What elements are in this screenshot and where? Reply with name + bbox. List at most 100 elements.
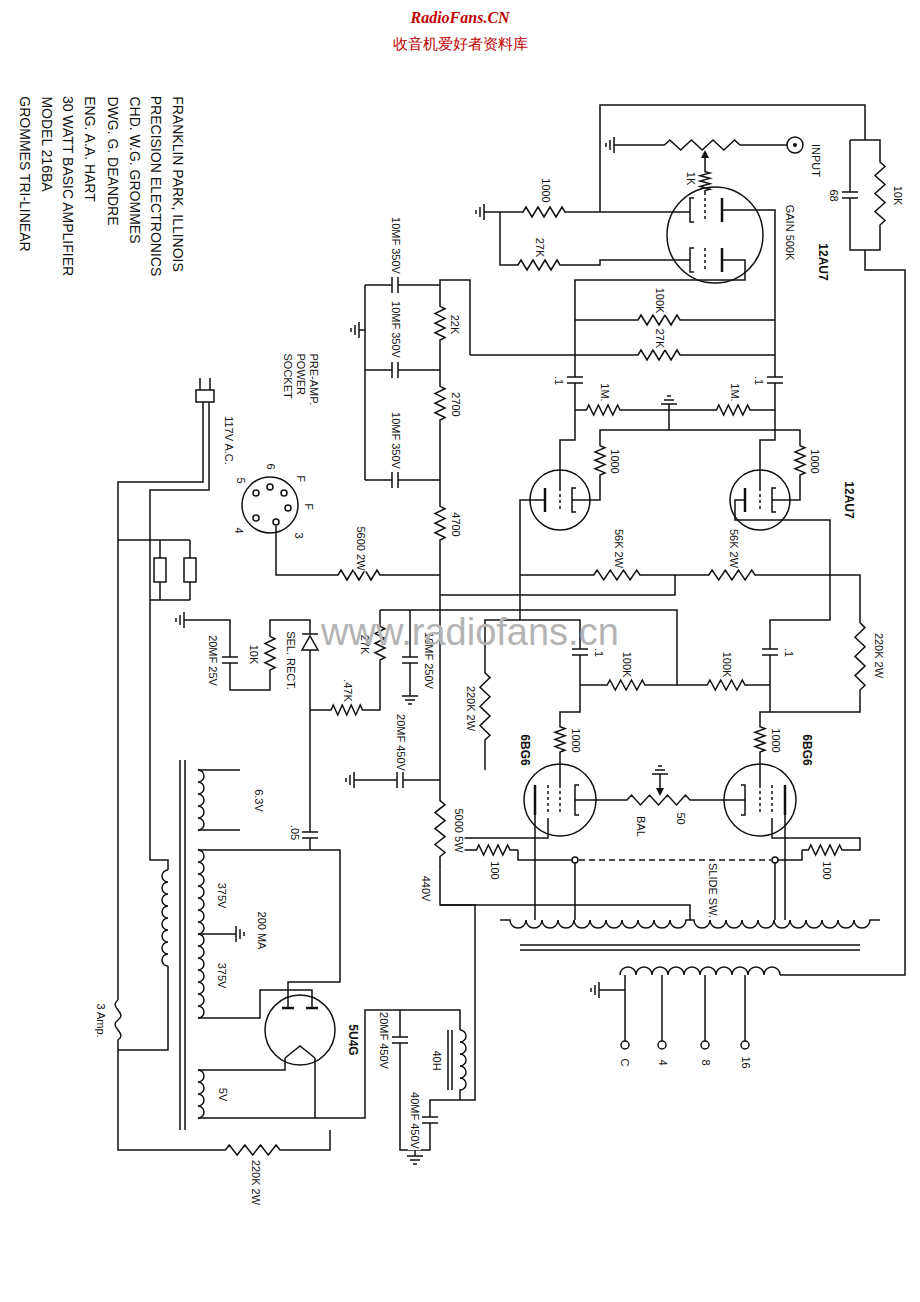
wiring — [701, 1041, 709, 1049]
component-label: 56K 2W — [612, 527, 625, 568]
fuse-label: 3 Amp. — [94, 1002, 107, 1038]
component-symbols — [230, 926, 244, 942]
tube-symbols — [535, 785, 785, 815]
wiring — [184, 558, 196, 582]
wiring — [470, 320, 775, 355]
pin-label: F — [293, 474, 306, 483]
wiring — [741, 1041, 749, 1049]
component-symbols — [630, 315, 690, 325]
component-label: 1000 — [608, 448, 621, 474]
component-label: SEL. RECT. — [283, 630, 296, 691]
component-label: 1000 — [769, 727, 782, 753]
title-block-text: PRECISION ELECTRONICS — [148, 95, 164, 277]
wiring — [448, 1030, 452, 1090]
pin-label: 5 — [234, 476, 247, 484]
component-symbols — [580, 405, 628, 415]
component-label: .47K — [340, 678, 353, 703]
component-symbols — [383, 472, 407, 488]
component-symbols — [710, 405, 758, 415]
wiring — [620, 967, 780, 975]
component-symbols — [265, 630, 275, 678]
site-header: RadioFans.CN — [410, 9, 511, 27]
wiring — [198, 850, 340, 1018]
wiring — [198, 770, 204, 830]
component-label: 10K — [891, 184, 904, 206]
wiring — [198, 770, 240, 934]
winding-label: 5V — [216, 1086, 229, 1101]
component-symbols — [388, 772, 412, 788]
tube-symbols — [548, 785, 772, 815]
wiring — [440, 870, 690, 920]
component-symbols — [392, 1028, 408, 1052]
component-symbols — [325, 705, 370, 715]
wiring — [282, 1007, 318, 1010]
component-label: BAL — [633, 815, 646, 838]
wiring — [460, 818, 572, 860]
component-label: 50 — [674, 811, 687, 825]
component-symbols — [615, 795, 705, 805]
wiring — [253, 515, 259, 521]
component-symbols — [515, 207, 575, 217]
component-label: 40H — [430, 1049, 443, 1071]
component-symbols — [402, 690, 418, 704]
wiring — [575, 410, 775, 430]
component-symbols — [661, 396, 677, 410]
arrowheads — [656, 788, 664, 796]
wiring — [658, 1041, 666, 1049]
component-symbols — [215, 1145, 293, 1155]
wiring — [560, 664, 770, 785]
component-symbols — [407, 1150, 423, 1164]
socket-label: PRE-AMP. POWER SOCKET — [281, 352, 320, 438]
wiring — [365, 285, 440, 480]
component-symbols — [383, 362, 407, 378]
ac-label: 117V A.C. — [221, 415, 234, 466]
component-symbols — [510, 260, 570, 270]
component-label: 100 — [488, 860, 501, 880]
component-label: 10MF 350V — [388, 300, 401, 359]
wiring — [579, 859, 771, 861]
component-label: 5000 5W — [452, 807, 465, 853]
component-symbols — [591, 982, 605, 998]
component-symbols — [595, 440, 605, 482]
wiring — [270, 620, 325, 850]
component-symbols — [600, 680, 654, 690]
arrowheads — [656, 143, 797, 796]
tube-symbols — [721, 198, 724, 272]
wiring — [273, 519, 279, 525]
title-block-text: 30 WATT BASIC AMPLIFIER — [60, 95, 76, 277]
component-symbols — [652, 766, 668, 780]
component-label: 4700 — [449, 511, 462, 537]
wiring — [440, 280, 675, 790]
component-symbols — [480, 660, 490, 756]
component-label: 20MF 450V — [376, 1011, 389, 1070]
wiring — [560, 392, 775, 488]
component-label: GAIN 500K — [783, 203, 796, 261]
wiring — [735, 500, 830, 640]
component-symbols — [176, 612, 190, 628]
component-label: 1M. — [728, 382, 741, 402]
wiring — [605, 975, 745, 1041]
component-symbols — [802, 845, 850, 855]
title-block-text: FRANKLIN PARK, ILLINOIS — [170, 95, 186, 273]
component-symbols — [435, 300, 445, 348]
wiring — [253, 490, 259, 496]
wiring — [285, 505, 291, 511]
component-symbols — [585, 570, 651, 580]
terminal-label: 16 — [739, 1055, 752, 1069]
component-symbols — [470, 845, 518, 855]
title-block-text: ENG. A.A. HART — [82, 95, 98, 203]
component-symbols — [842, 183, 858, 207]
component-label: .1 — [552, 374, 565, 385]
component-label: .1 — [752, 374, 765, 385]
wiring — [575, 780, 745, 800]
component-symbols — [302, 823, 318, 847]
wiring — [302, 636, 318, 650]
component-label: 220K 2W — [249, 1158, 262, 1205]
component-label: 10MF 350V — [388, 216, 401, 275]
pin-label: 4 — [232, 526, 245, 534]
arrowheads — [793, 143, 797, 147]
wiring — [620, 144, 787, 146]
terminal-label: C — [618, 1057, 631, 1067]
